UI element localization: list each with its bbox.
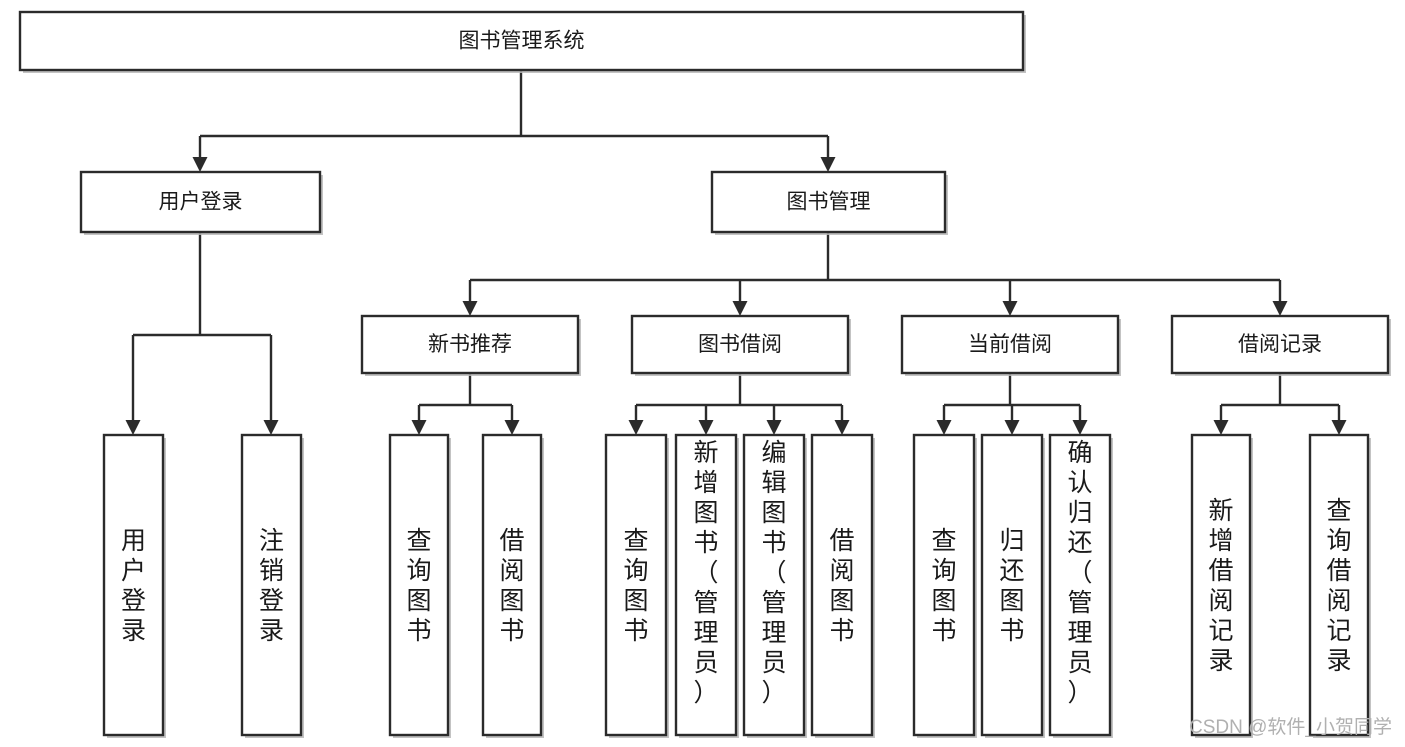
node-leaf-user-logout[interactable]: 注销登录 bbox=[240, 433, 304, 738]
node-label: 当前借阅 bbox=[968, 333, 1052, 356]
connector-conn-borrow-record bbox=[1213, 373, 1347, 435]
node-current-borrow[interactable]: 当前借阅 bbox=[900, 314, 1121, 376]
node-label: 确认归还（管理员） bbox=[1067, 439, 1092, 707]
connector-conn-book-manage bbox=[462, 232, 1288, 316]
node-book-borrow[interactable]: 图书借阅 bbox=[630, 314, 851, 376]
connector-conn-book-borrow bbox=[628, 373, 850, 435]
node-leaf-borrow-book-1[interactable]: 借阅图书 bbox=[481, 433, 544, 738]
node-leaf-add-book[interactable]: 新增图书（管理员） bbox=[674, 433, 739, 738]
node-label: 新书推荐 bbox=[428, 333, 512, 356]
connector-conn-current-borrow bbox=[936, 373, 1088, 435]
connector-conn-root bbox=[192, 70, 836, 172]
connector-conn-new-book bbox=[411, 373, 520, 435]
node-leaf-confirm-return[interactable]: 确认归还（管理员） bbox=[1048, 433, 1113, 738]
node-label: 注销登录 bbox=[259, 527, 284, 645]
node-borrow-record[interactable]: 借阅记录 bbox=[1170, 314, 1391, 376]
node-label: 归还图书 bbox=[999, 527, 1024, 645]
node-label: 借阅记录 bbox=[1238, 333, 1322, 356]
node-label: 查询图书 bbox=[931, 527, 956, 645]
csdn-watermark: CSDN @软件_小贺同学 bbox=[1189, 716, 1392, 738]
node-label: 用户登录 bbox=[121, 527, 146, 645]
node-label: 编辑图书（管理员） bbox=[761, 439, 786, 707]
node-boxes-layer: 图书管理系统用户登录图书管理新书推荐图书借阅当前借阅借阅记录用户登录注销登录查询… bbox=[18, 10, 1391, 738]
connector-conn-user-login bbox=[125, 232, 279, 435]
node-label: 图书管理系统 bbox=[459, 30, 585, 53]
node-book-manage[interactable]: 图书管理 bbox=[710, 170, 948, 235]
connector-lines-layer bbox=[125, 70, 1347, 435]
node-leaf-return-book[interactable]: 归还图书 bbox=[980, 433, 1045, 738]
node-leaf-edit-book[interactable]: 编辑图书（管理员） bbox=[742, 433, 807, 738]
node-label: 图书借阅 bbox=[698, 333, 782, 356]
node-leaf-query-book-3[interactable]: 查询图书 bbox=[912, 433, 977, 738]
node-leaf-borrow-book-2[interactable]: 借阅图书 bbox=[810, 433, 875, 738]
node-label: 查询图书 bbox=[623, 527, 648, 645]
node-leaf-query-book-1[interactable]: 查询图书 bbox=[388, 433, 451, 738]
node-new-book-recommend[interactable]: 新书推荐 bbox=[360, 314, 581, 376]
node-label: 新增图书（管理员） bbox=[693, 439, 718, 707]
node-leaf-query-record[interactable]: 查询借阅记录 bbox=[1308, 433, 1371, 738]
node-label: 图书管理 bbox=[787, 191, 871, 214]
node-label: 查询图书 bbox=[406, 527, 431, 645]
node-label: 用户登录 bbox=[159, 191, 243, 214]
node-leaf-user-login[interactable]: 用户登录 bbox=[102, 433, 166, 738]
node-label: 借阅图书 bbox=[499, 527, 524, 645]
node-leaf-query-book-2[interactable]: 查询图书 bbox=[604, 433, 669, 738]
node-label: 查询借阅记录 bbox=[1326, 497, 1351, 675]
node-root[interactable]: 图书管理系统 bbox=[18, 10, 1026, 73]
node-user-login[interactable]: 用户登录 bbox=[79, 170, 323, 235]
node-leaf-add-record[interactable]: 新增借阅记录 bbox=[1190, 433, 1253, 738]
node-label: 新增借阅记录 bbox=[1208, 497, 1233, 675]
node-label: 借阅图书 bbox=[829, 527, 854, 645]
